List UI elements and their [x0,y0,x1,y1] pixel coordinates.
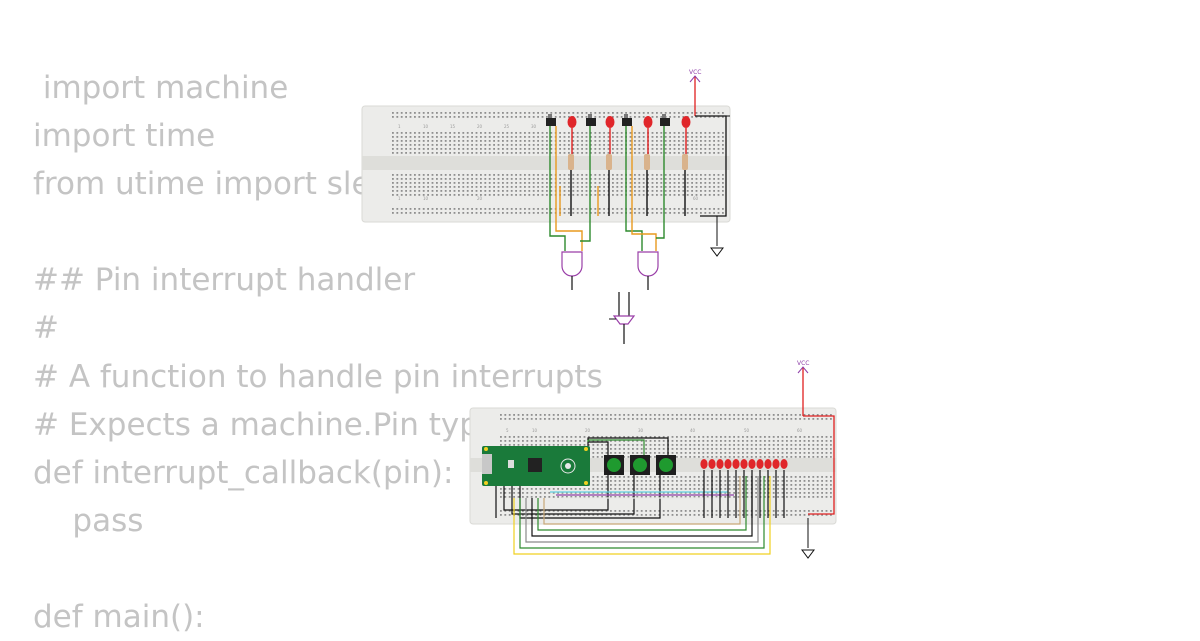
leds [700,459,788,469]
svg-text:5: 5 [506,428,509,433]
pushbuttons [604,455,676,475]
svg-text:20: 20 [477,196,483,201]
svg-text:10: 10 [423,196,429,201]
wires [495,437,785,555]
ground-symbol [710,216,724,257]
svg-text:15: 15 [450,124,456,129]
leds [567,116,691,128]
vcc-label: VCC [689,69,701,76]
breadboard [361,105,731,223]
led [740,459,748,469]
and-gates [561,251,659,290]
breadboard-column-numbers: 5 10 20 30 40 50 60 [506,428,803,433]
code-line: pass [33,502,144,539]
code-line: ## Pin interrupt handler [33,262,416,299]
circuit-diagram-bottom: 5 10 20 30 40 50 60 VCC [469,360,837,559]
led [708,459,716,469]
slide-switches [546,114,670,126]
svg-text:10: 10 [532,428,538,433]
svg-text:1: 1 [398,196,401,201]
vcc-symbol: VCC [797,360,809,416]
code-line: # [33,310,59,347]
vcc-symbol: VCC [689,69,701,116]
code-line: # A function to handle pin interrupts [33,358,603,395]
led [772,459,780,469]
svg-text:30: 30 [531,124,537,129]
svg-text:50: 50 [744,428,750,433]
or-gate [609,292,636,344]
svg-text:60: 60 [693,196,699,201]
svg-text:30: 30 [638,428,644,433]
code-line: def interrupt_callback(pin): [33,454,454,491]
svg-text:60: 60 [797,428,803,433]
code-line: # Expects a machine.Pin type [33,406,499,443]
resistors [568,154,688,170]
code-line: def main(): [33,599,205,636]
code-line: import machine [33,70,289,106]
svg-text:20: 20 [585,428,591,433]
led [724,459,732,469]
svg-text:20: 20 [477,124,483,129]
breadboard-column-numbers: 1 10 15 20 25 30 1 10 20 60 [398,124,699,201]
led [700,459,708,469]
raspberry-pi-pico [482,446,590,486]
circuit-diagram-top: 1 10 15 20 25 30 1 10 20 60 VCC [361,69,731,344]
led [764,459,772,469]
svg-text:25: 25 [504,124,510,129]
led [756,459,764,469]
ground-symbol [801,518,815,559]
svg-text:40: 40 [690,428,696,433]
svg-text:1: 1 [398,124,401,129]
led [748,459,756,469]
code-line: import time [33,118,216,155]
wires [549,126,687,251]
led [732,459,740,469]
led [716,459,724,469]
led [780,459,788,469]
vcc-label: VCC [797,360,809,367]
svg-text:10: 10 [423,124,429,129]
